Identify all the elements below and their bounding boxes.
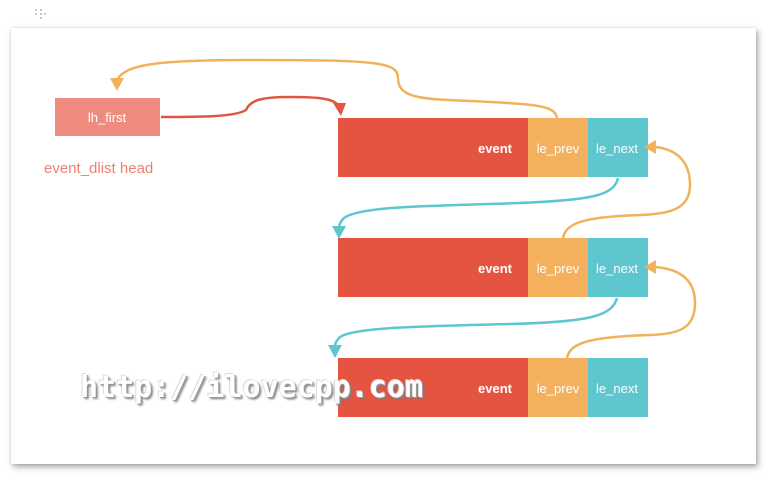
- list-node-3: event le_prev le_next: [338, 358, 648, 417]
- prev2-to-next1-arrow: [561, 145, 692, 239]
- le-next-cell: [588, 358, 648, 417]
- prev2-to-next1-arrowhead: [644, 140, 656, 154]
- le-prev-label: le_prev: [537, 261, 580, 276]
- prev1-to-head-arrowhead: [110, 78, 124, 91]
- event-cell: [338, 238, 528, 297]
- le-next-cell: [588, 238, 648, 297]
- le-next-cell: [588, 118, 648, 177]
- event-cell: [338, 118, 528, 177]
- prev1-to-head-arrow: [115, 58, 559, 119]
- watermark: http://ilovecpp.com: [80, 370, 424, 405]
- le-next-label: le_next: [596, 261, 638, 276]
- le-next-label: le_next: [596, 141, 638, 156]
- le-prev-label: le_prev: [537, 381, 580, 396]
- le-next-label: le_next: [596, 381, 638, 396]
- head-to-first-arrow: [160, 95, 342, 119]
- next1-to-node2-arrowhead: [332, 226, 346, 239]
- next1-to-node2-arrow: [337, 177, 620, 229]
- next2-to-node3-arrow: [333, 297, 619, 347]
- head-caption: event_dlist head: [44, 160, 154, 177]
- prev3-to-next2-arrowhead: [644, 260, 656, 274]
- next2-to-node3-arrowhead: [328, 345, 342, 358]
- list-node-2: event le_prev le_next: [338, 238, 648, 297]
- le-prev-cell: [528, 118, 588, 177]
- prev3-to-next2-arrow: [565, 265, 697, 359]
- head-box-label: lh_first: [88, 110, 127, 125]
- corner-marker: [35, 9, 46, 19]
- event-label: event: [478, 381, 513, 396]
- head-to-first-arrowhead: [333, 103, 346, 116]
- event-label: event: [478, 141, 513, 156]
- event-label: event: [478, 261, 513, 276]
- list-node-1: event le_prev le_next: [338, 118, 648, 177]
- le-prev-cell: [528, 358, 588, 417]
- head-box: [55, 98, 160, 136]
- event-cell: [338, 358, 528, 417]
- le-prev-label: le_prev: [537, 141, 580, 156]
- le-prev-cell: [528, 238, 588, 297]
